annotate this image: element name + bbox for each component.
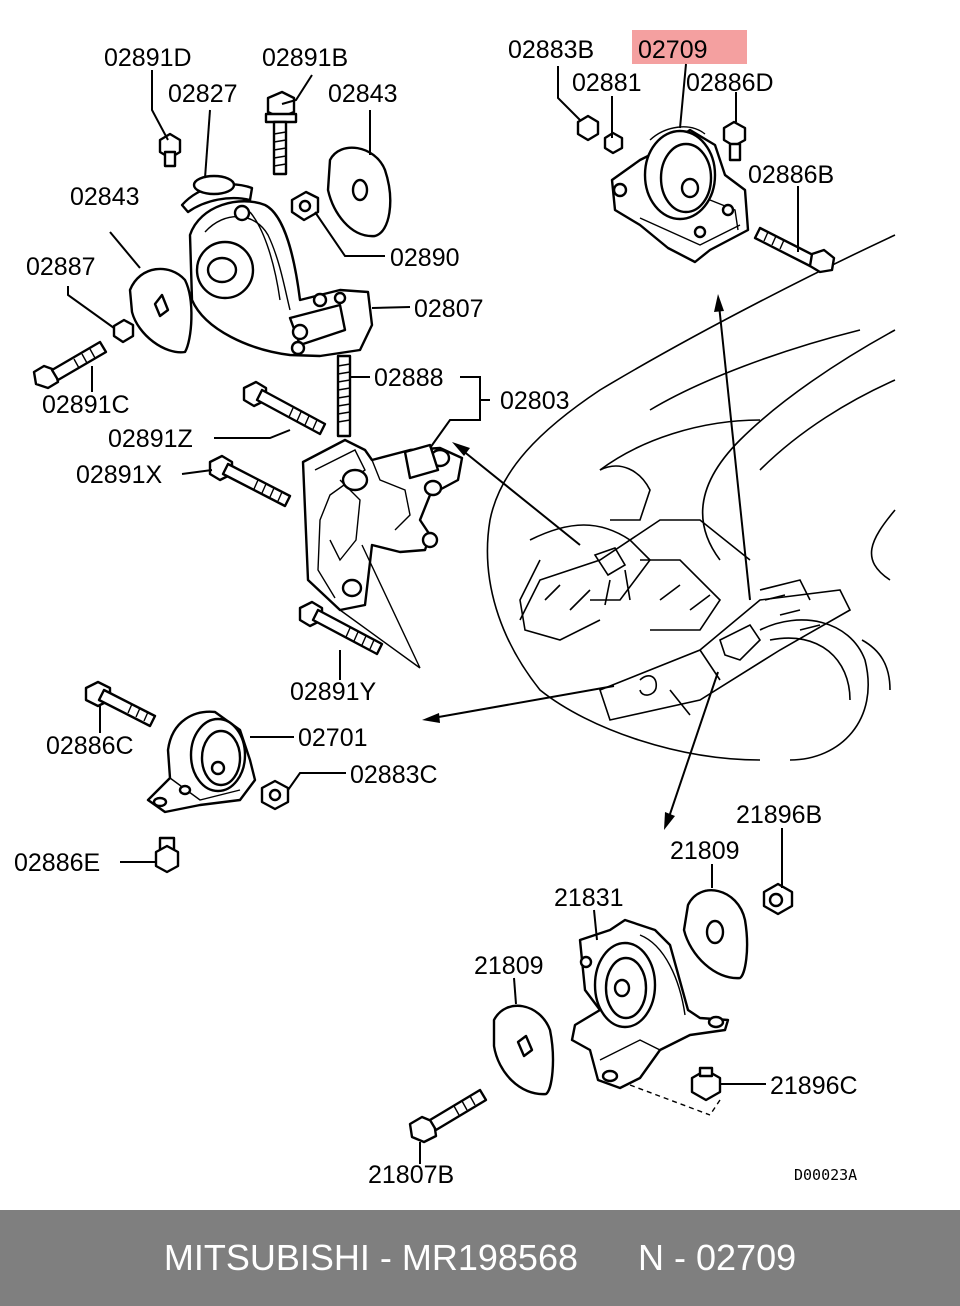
- label-02891D: 02891D: [104, 44, 192, 72]
- label-02891Y: 02891Y: [290, 678, 377, 706]
- diagram-code: D00023A: [794, 1166, 857, 1184]
- label-02843: 02843: [70, 183, 140, 211]
- part-labels: 02891D 02891B 02827 02843 02843 02887 02…: [14, 36, 858, 1189]
- label-02890: 02890: [390, 244, 460, 272]
- engine-mount-bracket-02803: [208, 354, 464, 669]
- vehicle-engine-bay-sketch: [486, 234, 896, 761]
- label-02843: 02843: [328, 80, 398, 108]
- label-02883B: 02883B: [508, 36, 594, 64]
- reference-number: N - 02709: [638, 1237, 797, 1278]
- label-21896C: 21896C: [770, 1072, 858, 1100]
- label-02827: 02827: [168, 80, 238, 108]
- engine-mount-02709: [576, 114, 836, 274]
- selected-part-highlight: [632, 30, 747, 64]
- label-02881: 02881: [572, 69, 642, 97]
- brand-name: MITSUBISHI: [163, 1237, 370, 1278]
- label-21809: 21809: [474, 952, 544, 980]
- label-02886B: 02886B: [748, 161, 834, 189]
- label-21896B: 21896B: [736, 801, 822, 829]
- label-02891B: 02891B: [262, 44, 348, 72]
- engine-mount-bracket-02807: [32, 90, 392, 390]
- pointer-arrows: [422, 294, 751, 830]
- leader-lines: [67, 63, 799, 1164]
- spacer: [578, 1237, 638, 1279]
- label-02709: 02709: [638, 36, 708, 64]
- parts-diagram: 02891D 02891B 02827 02843 02843 02887 02…: [14, 30, 896, 1189]
- label-02803: 02803: [500, 387, 570, 415]
- label-02891C: 02891C: [42, 391, 130, 419]
- engine-mount-21831: [408, 882, 794, 1144]
- engine-mount-02701: [84, 680, 290, 874]
- label-02887: 02887: [26, 253, 96, 281]
- label-02886E: 02886E: [14, 849, 100, 877]
- label-02886D: 02886D: [686, 69, 774, 97]
- label-02886C: 02886C: [46, 732, 134, 760]
- separator: -: [369, 1237, 402, 1278]
- label-02701: 02701: [298, 724, 368, 752]
- label-21809: 21809: [670, 837, 740, 865]
- label-02891X: 02891X: [76, 461, 163, 489]
- label-21831: 21831: [554, 884, 624, 912]
- label-02888: 02888: [374, 364, 444, 392]
- label-02891Z: 02891Z: [108, 425, 193, 453]
- part-number: MR198568: [401, 1237, 578, 1278]
- label-21807B: 21807B: [368, 1161, 454, 1189]
- part-info-footer: MITSUBISHI - MR198568 N - 02709: [0, 1210, 960, 1306]
- label-02883C: 02883C: [350, 761, 438, 789]
- label-02807: 02807: [414, 295, 484, 323]
